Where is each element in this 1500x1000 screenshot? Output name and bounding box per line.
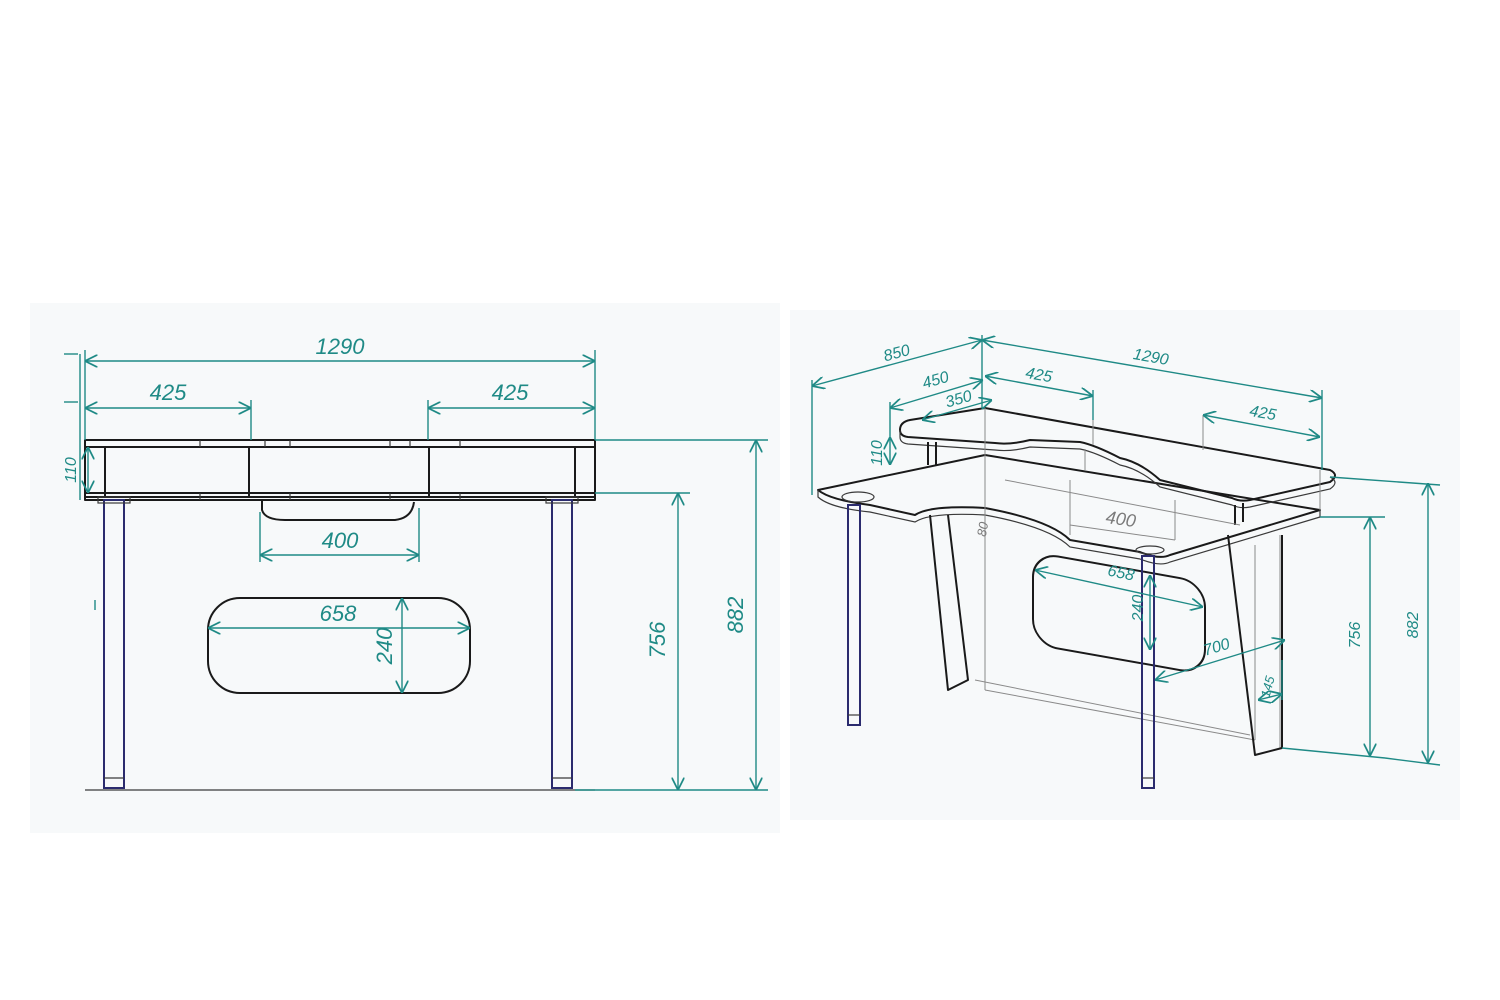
front-panel-opening [207,597,471,694]
front-leg-right-cap [545,496,579,504]
front-leg-left [103,499,125,789]
dim-iso-240-label: 240 [1130,595,1147,623]
dim-iso-145-line [1258,694,1282,700]
dim-iso-350-label: 350 [944,388,974,412]
iso-superstructure-shelf [899,407,1336,502]
front-view: 1290 425 425 110 400 658 240 [63,334,768,791]
dim-iso-425-left-label: 425 [1024,365,1053,386]
dim-iso-1290-line [982,340,1322,398]
dim-iso-882-ext-bottom [1384,757,1441,766]
dim-iso-145-label: 145 [1258,674,1278,700]
dim-iso-756-ext-bottom [1281,747,1386,759]
front-left-ticks [64,353,96,610]
iso-cable-grommet-left [841,491,875,503]
dim-iso-450-line [890,380,983,408]
dim-iso-450-label: 450 [921,369,951,393]
dim-iso-110-label: 110 [869,440,886,466]
dim-front-756-label: 756 [645,621,670,658]
dim-iso-850-line [812,340,982,386]
dim-iso-425-left-line [985,376,1093,396]
dim-front-110-label: 110 [63,457,80,483]
dim-front-1290-label: 1290 [316,334,366,359]
dim-iso-350-line [922,400,992,420]
dim-iso-882-ext-top [1329,476,1441,486]
dim-iso-882-label: 882 [1405,612,1422,639]
front-keyboard-cutout [261,500,415,521]
front-board-ticks [199,440,461,500]
dim-front-400-label: 400 [322,528,359,553]
front-leg-right [551,499,573,789]
iso-view: 850 450 350 1290 425 425 110 400 80 658 [812,335,1441,789]
iso-superstructure-shelf-edge [899,430,1336,509]
dim-iso-850-label: 850 [882,342,912,365]
dim-front-240-label: 240 [372,627,397,665]
dim-iso-80-label: 80 [974,520,991,538]
dim-iso-700-line [1155,640,1285,680]
front-leg-left-cap [97,496,131,504]
dim-front-882-label: 882 [723,597,748,634]
dim-iso-400-label: 400 [1105,507,1138,531]
dim-iso-658-label: 658 [1106,563,1136,585]
dim-iso-425-right-line [1203,415,1320,437]
dim-front-425-left-label: 425 [150,380,187,405]
iso-leg-left [847,504,861,726]
dim-iso-1290-label: 1290 [1132,346,1170,369]
dim-iso-425-right-label: 425 [1248,403,1277,424]
dim-iso-400-line [1069,524,1176,541]
front-view-panel [30,303,780,833]
front-bottom-board [84,492,596,501]
iso-left-side-panel [929,514,969,691]
iso-main-tabletop-edge [817,490,1321,565]
dim-front-658-label: 658 [320,601,357,626]
dim-iso-756-label: 756 [1347,622,1364,649]
dim-front-425-right-label: 425 [492,380,529,405]
dim-iso-658-line [1035,570,1203,607]
iso-cable-grommet-right [1135,545,1165,555]
